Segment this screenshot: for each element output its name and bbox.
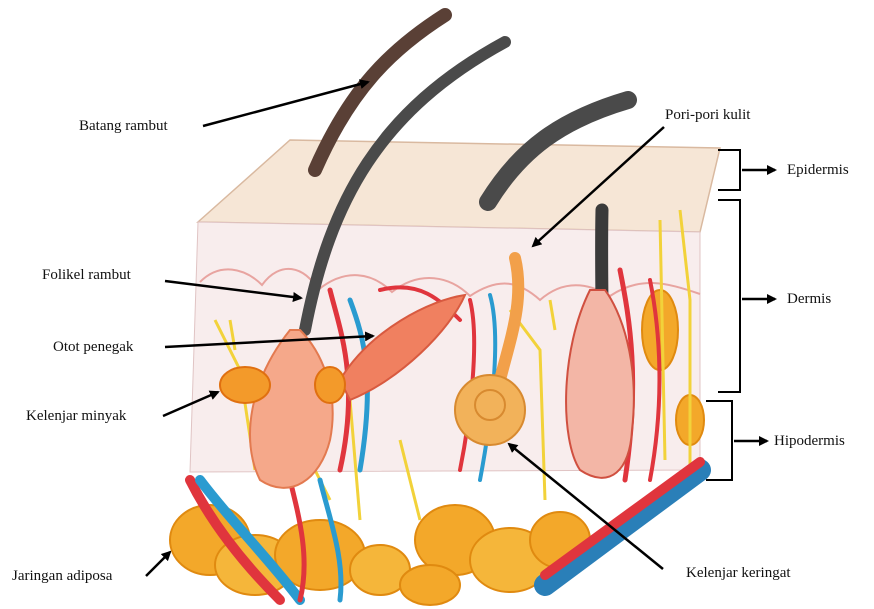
label-batang-rambut: Batang rambut — [79, 117, 168, 135]
bracket-epidermis — [718, 150, 740, 190]
skin-top-face — [198, 140, 720, 232]
bracket-dermis — [718, 200, 740, 392]
label-kelenjar-keringat: Kelenjar keringat — [686, 564, 791, 582]
sweat-gland-coil — [455, 375, 525, 445]
label-epidermis: Epidermis — [787, 161, 849, 179]
label-otot-penegak: Otot penegak — [53, 338, 133, 356]
label-folikel-rambut: Folikel rambut — [42, 266, 131, 284]
label-kelenjar-minyak: Kelenjar minyak — [26, 407, 126, 425]
layer-brackets — [706, 150, 740, 480]
label-hipodermis: Hipodermis — [774, 432, 845, 450]
arrow-jaringan-adiposa — [146, 552, 170, 576]
label-pori-pori-kulit: Pori-pori kulit — [665, 106, 750, 124]
label-jaringan-adiposa: Jaringan adiposa — [12, 567, 112, 585]
label-dermis: Dermis — [787, 290, 831, 308]
